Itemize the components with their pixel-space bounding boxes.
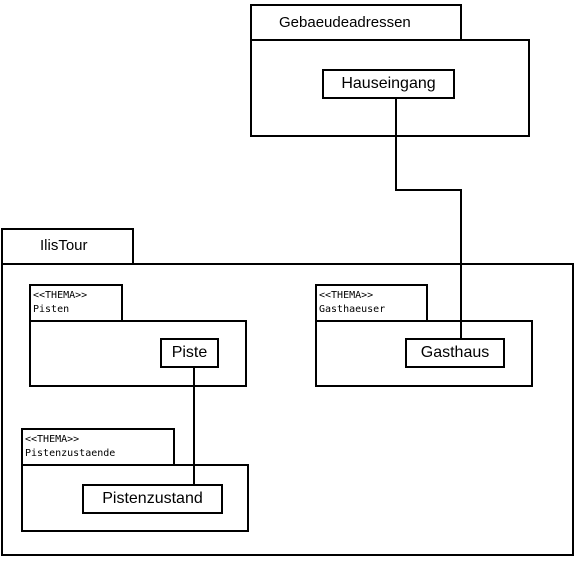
- hauseingang-gasthaus-association: [395, 97, 462, 340]
- gasthaeuser-package-stereotype: <<THEMA>>: [319, 290, 374, 301]
- pistenzustaende-package-name: Pistenzustaende: [25, 448, 116, 459]
- illistour-package-tab: [1, 228, 134, 265]
- piste-class[interactable]: Piste: [160, 338, 219, 368]
- gasthaeuser-package-name: Gasthaeuser: [319, 304, 386, 315]
- illistour-package-name: IlisTour: [40, 237, 88, 254]
- gasthaeuser-package-tab: [315, 284, 428, 322]
- pisten-package-name: Pisten: [33, 304, 70, 315]
- pisten-package-stereotype: <<THEMA>>: [33, 290, 88, 301]
- gebaeudeadressen-package-name: Gebaeudeadressen: [279, 14, 411, 31]
- pistenzustand-class[interactable]: Pistenzustand: [82, 484, 223, 514]
- pistenzustaende-package-stereotype: <<THEMA>>: [25, 434, 80, 445]
- hauseingang-class[interactable]: Hauseingang: [322, 69, 455, 99]
- gasthaus-class[interactable]: Gasthaus: [405, 338, 505, 368]
